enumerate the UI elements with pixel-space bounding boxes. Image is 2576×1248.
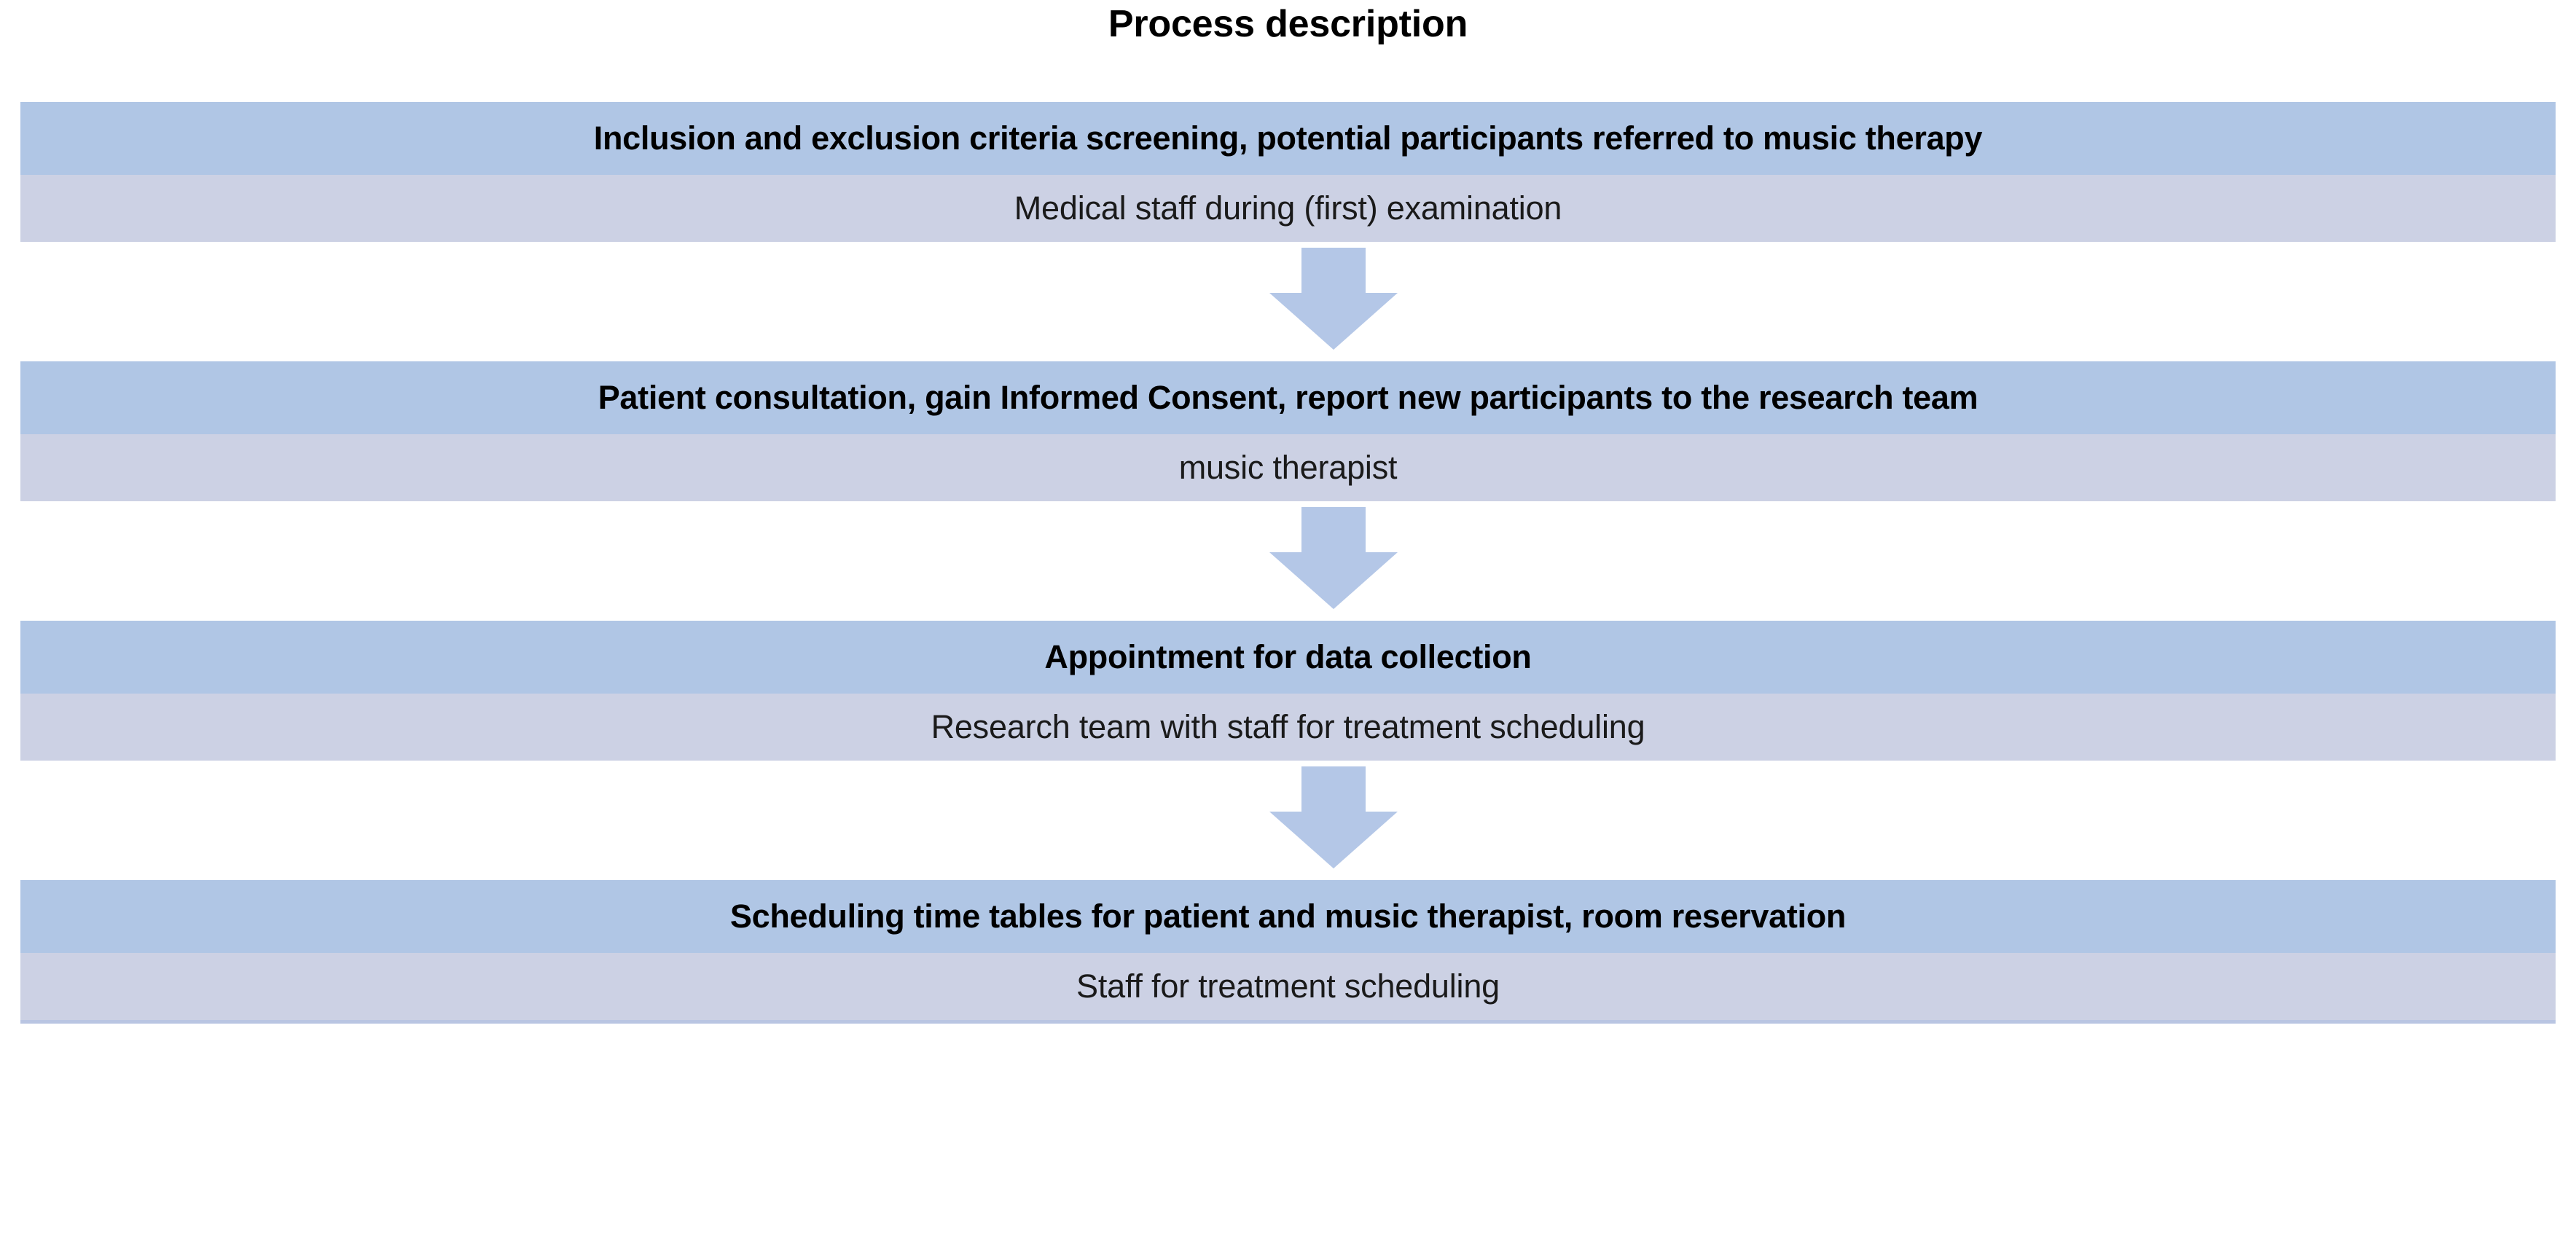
arrow-down-icon	[1269, 766, 1398, 868]
step-1-actor-band: Medical staff during (first) examination	[20, 175, 2556, 242]
step-1-header-band: Inclusion and exclusion criteria screeni…	[20, 102, 2556, 175]
step-3-header-text: Appointment for data collection	[1044, 638, 1532, 675]
step-4-actor-text: Staff for treatment scheduling	[1076, 968, 1500, 1005]
step-4-header-text: Scheduling time tables for patient and m…	[729, 898, 1847, 935]
process-flow: Inclusion and exclusion criteria screeni…	[20, 102, 2556, 1224]
step-4-actor-band: Staff for treatment scheduling	[20, 953, 2556, 1024]
step-3-header-band: Appointment for data collection	[20, 621, 2556, 694]
arrow-down-icon	[1269, 507, 1398, 609]
step-4-header-band: Scheduling time tables for patient and m…	[20, 880, 2556, 953]
connector-step-2-to-3	[1269, 507, 1398, 609]
page-title: Process description	[1108, 3, 1468, 45]
step-2-actor-text: music therapist	[1178, 449, 1398, 486]
step-2-header-band: Patient consultation, gain Informed Cons…	[20, 361, 2556, 434]
connector-step-3-to-4	[1269, 766, 1398, 868]
step-1-actor-text: Medical staff during (first) examination	[1014, 189, 1562, 227]
step-3-actor-band: Research team with staff for treatment s…	[20, 694, 2556, 761]
step-2-header-text: Patient consultation, gain Informed Cons…	[598, 379, 1978, 416]
step-3-actor-text: Research team with staff for treatment s…	[931, 708, 1645, 745]
connector-step-1-to-2	[1269, 248, 1398, 350]
step-1-header-text: Inclusion and exclusion criteria screeni…	[593, 119, 1983, 157]
arrow-down-icon	[1269, 248, 1398, 350]
step-2-actor-band: music therapist	[20, 434, 2556, 501]
